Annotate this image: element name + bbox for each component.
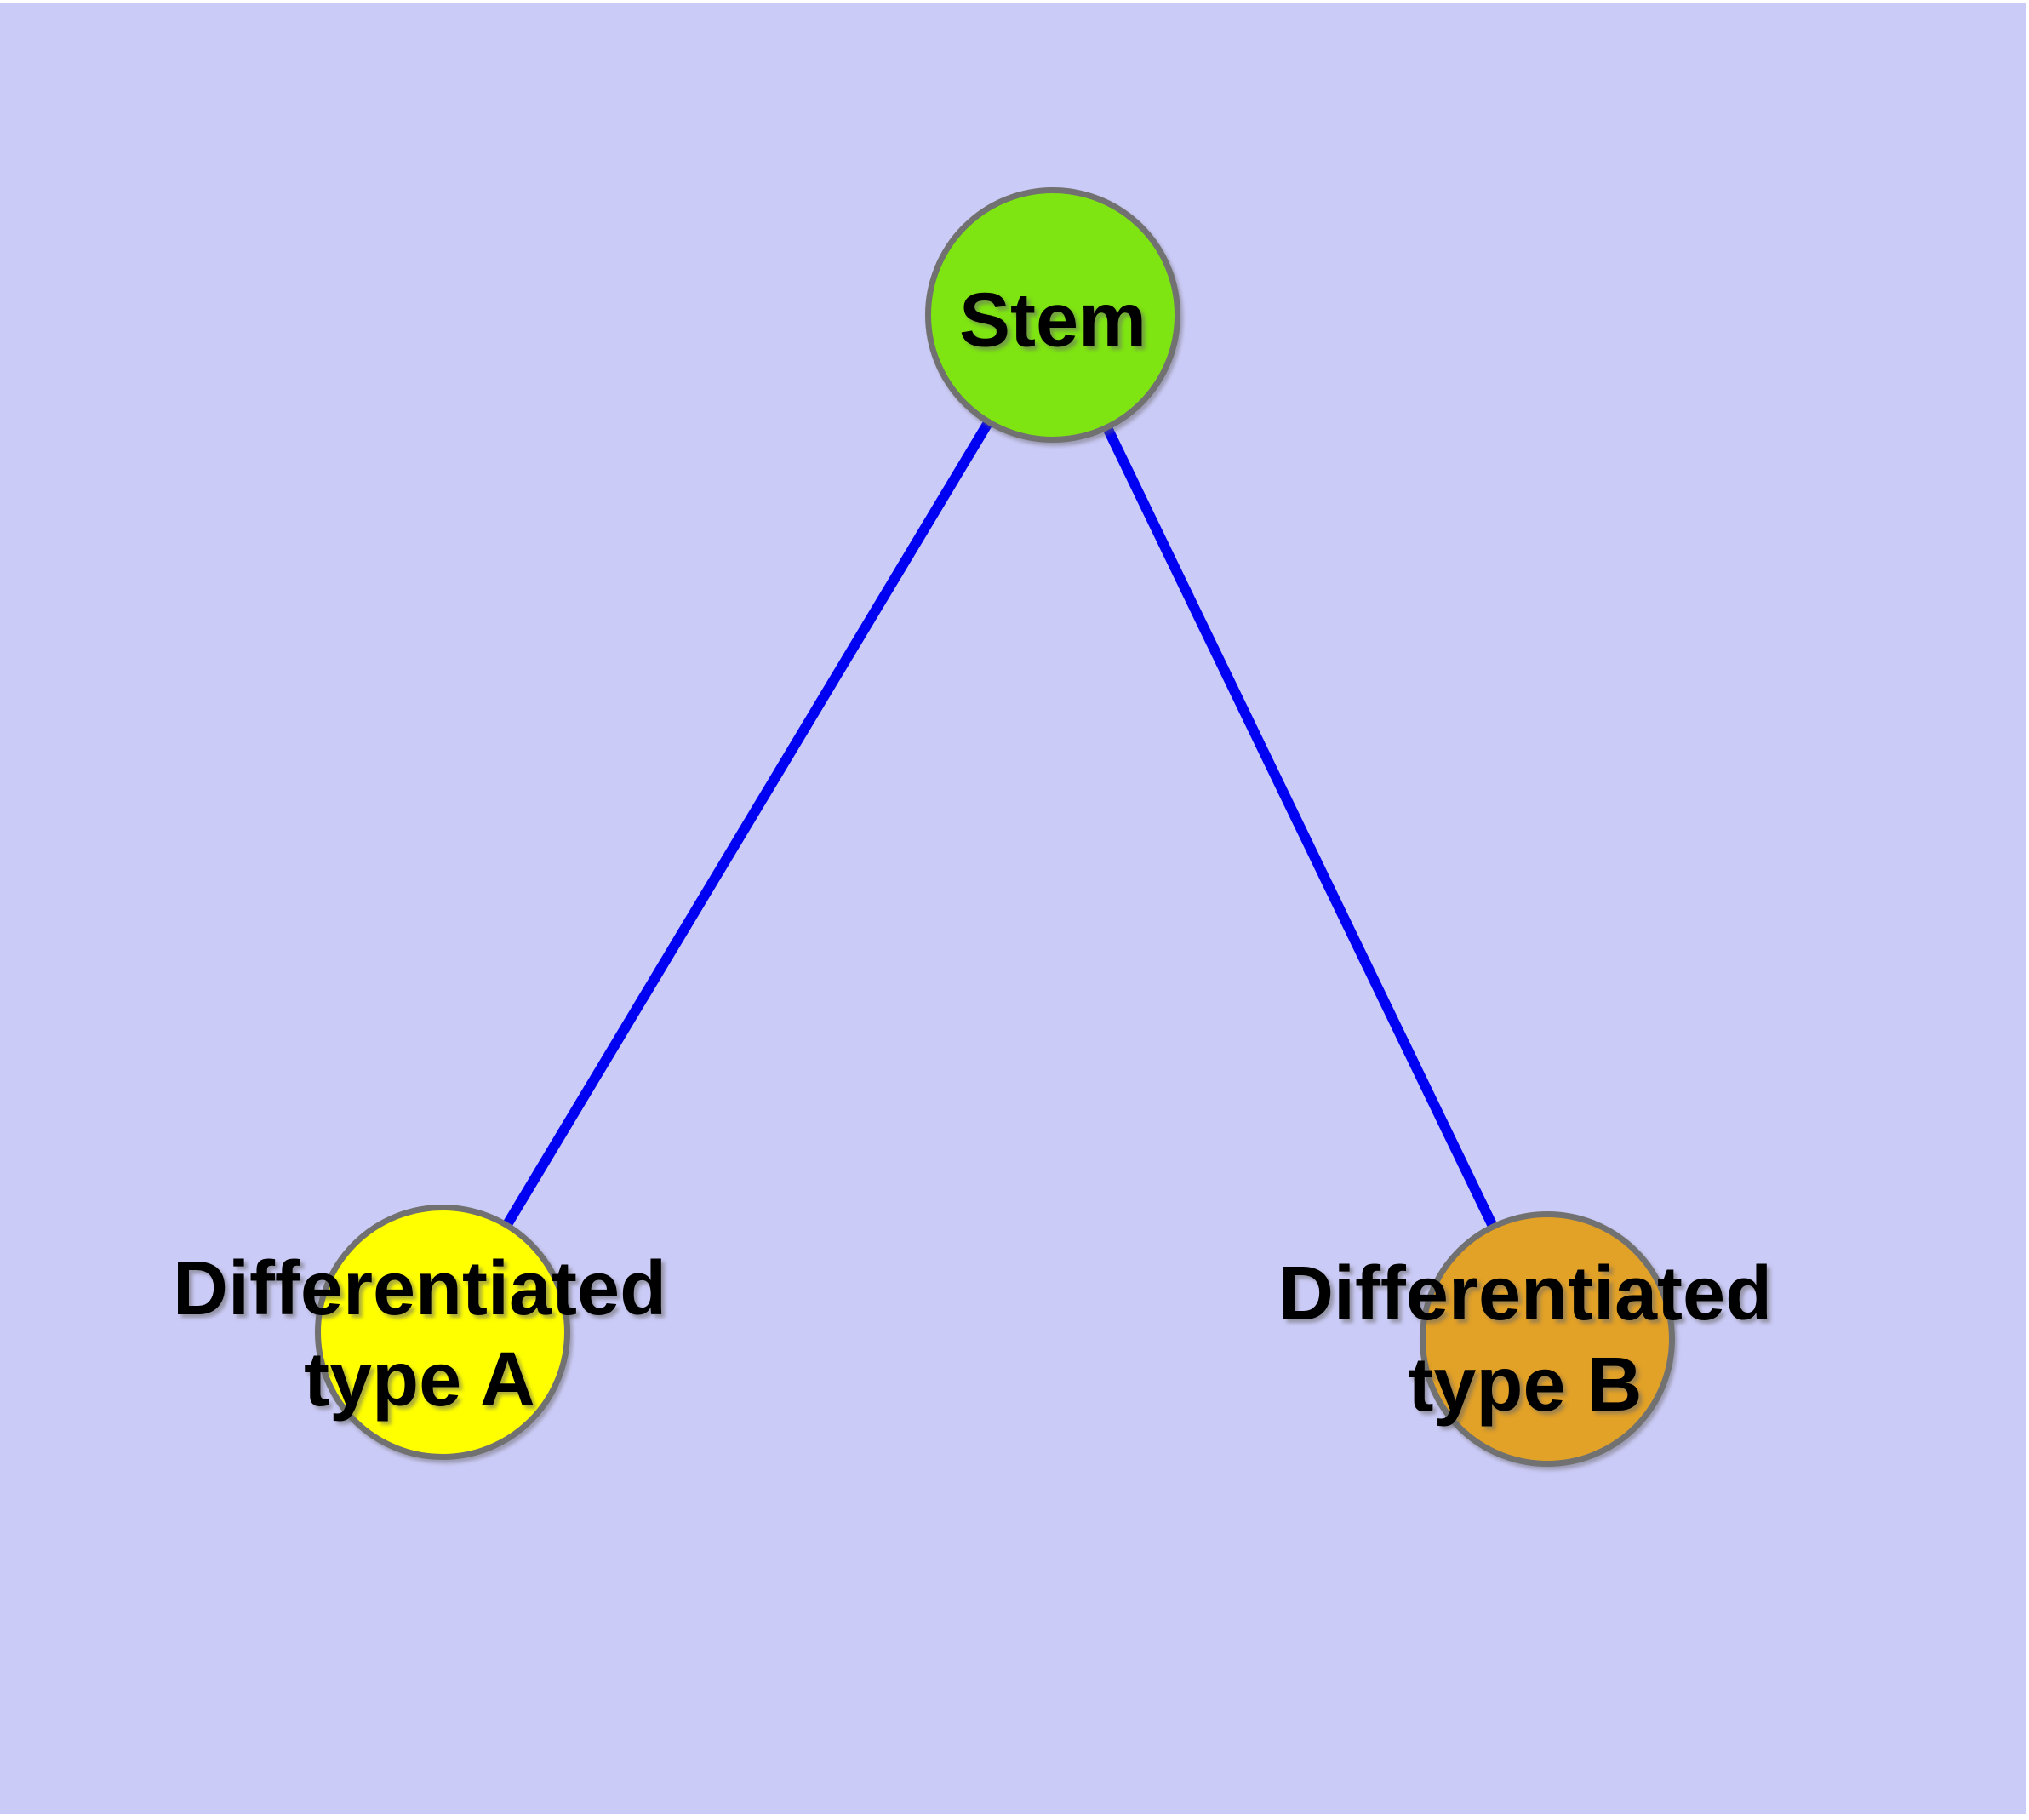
edge-stem-to-type-b	[1048, 312, 1552, 1342]
node-stem-circle	[925, 187, 1180, 443]
node-type-b-circle	[1420, 1211, 1675, 1467]
edge-stem-to-type-a	[437, 312, 1058, 1336]
node-type-a-circle	[315, 1205, 570, 1460]
